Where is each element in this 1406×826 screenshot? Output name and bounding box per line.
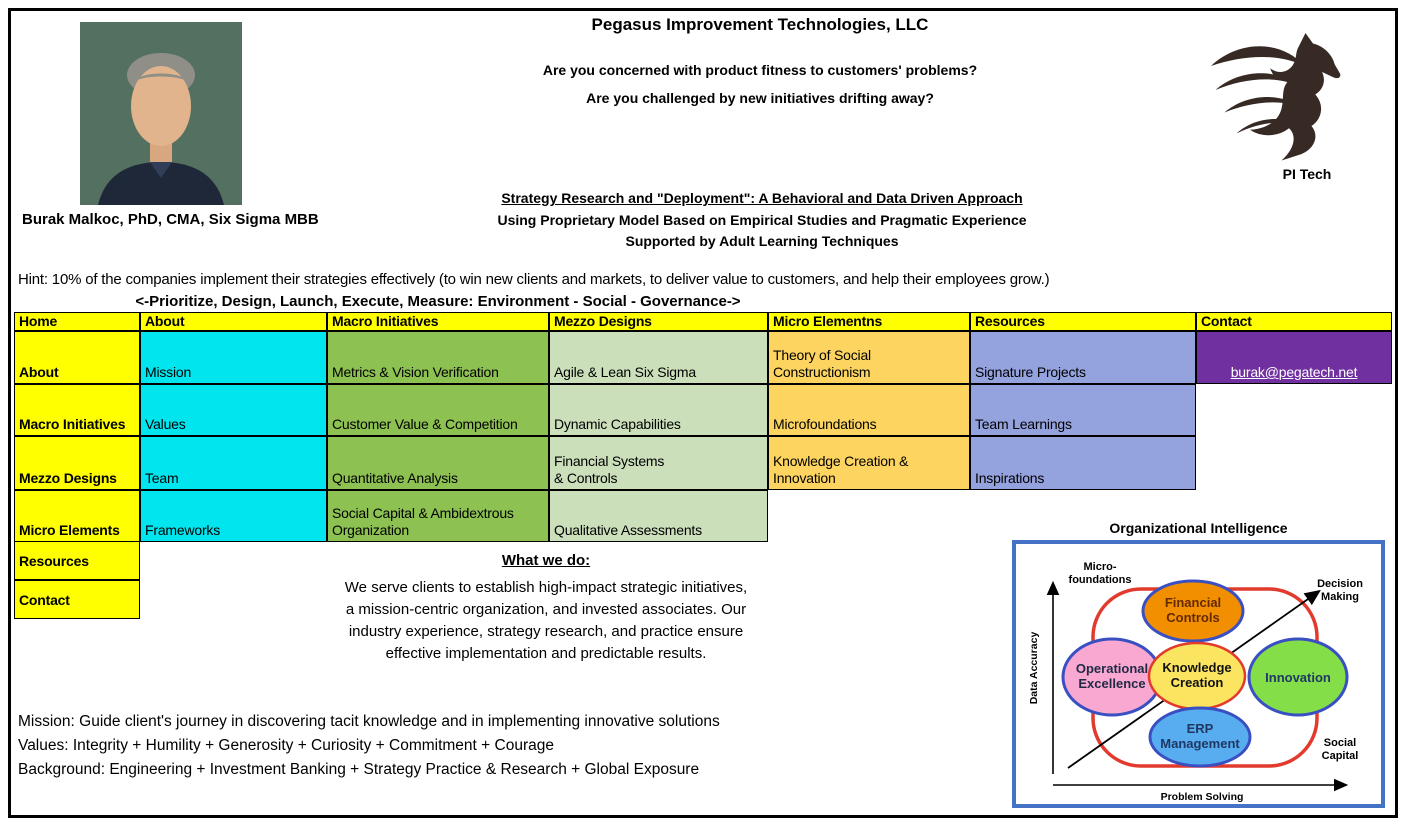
org-intel-title: Organizational Intelligence <box>1109 520 1288 536</box>
strategy-subtitle-2: Supported by Adult Learning Techniques <box>625 233 899 249</box>
cell-signature-projects: Signature Projects <box>970 331 1196 384</box>
question-line-1: Are you concerned with product fitness t… <box>542 62 978 78</box>
cell-qualitative-assessments: Qualitative Assessments <box>549 490 768 542</box>
problem-solving-axis-label: Problem Solving <box>1161 791 1244 803</box>
ellipse-erp-management <box>1148 706 1252 768</box>
nav-table: Home About Macro Initiatives Mezzo Desig… <box>14 312 1392 542</box>
micro-foundations-label: Micro-foundations <box>1069 561 1132 586</box>
cell-customer-value-competition: Customer Value & Competition <box>327 384 549 436</box>
pegasus-logo-icon <box>1210 33 1340 161</box>
tab-about[interactable]: About <box>140 312 327 331</box>
question-line-2: Are you challenged by new initiatives dr… <box>586 90 934 106</box>
page-border <box>8 8 1398 818</box>
cell-dynamic-capabilities: Dynamic Capabilities <box>549 384 768 436</box>
nav-item-macro-initiatives[interactable]: Macro Initiatives <box>14 384 140 436</box>
cell-mission: Mission <box>140 331 327 384</box>
data-accuracy-axis-label: Data Accuracy <box>1028 632 1040 705</box>
face <box>131 66 191 146</box>
cell-quantitative-analysis: Quantitative Analysis <box>327 436 549 490</box>
innovation-label: Innovation <box>1265 670 1331 685</box>
ellipse-financial-controls <box>1141 579 1245 643</box>
profile-photo-image <box>80 22 242 205</box>
cell-microfoundations: Microfoundations <box>768 384 970 436</box>
strategy-subtitle-1: Using Proprietary Model Based on Empiric… <box>497 212 1027 228</box>
cell-social-capital-ambidextrous: Social Capital & Ambidextrous Organizati… <box>327 490 549 542</box>
tab-mezzo-designs[interactable]: Mezzo Designs <box>549 312 768 331</box>
contact-email-link[interactable]: burak@pegatech.net <box>1230 364 1358 380</box>
cell-values: Values <box>140 384 327 436</box>
tab-macro-initiatives[interactable]: Macro Initiatives <box>327 312 549 331</box>
cell-team: Team <box>140 436 327 490</box>
what-we-do-body: We serve clients to establish high-impac… <box>344 579 748 662</box>
mission-line: Mission: Guide client's journey in disco… <box>18 713 720 730</box>
what-we-do-title: What we do: <box>501 552 591 569</box>
tab-micro-elements[interactable]: Micro Elementns <box>768 312 970 331</box>
tab-resources[interactable]: Resources <box>970 312 1196 331</box>
cell-financial-systems-controls: Financial Systems & Controls <box>549 436 768 490</box>
cell-agile-lean-six-sigma: Agile & Lean Six Sigma <box>549 331 768 384</box>
hint-text: Hint: 10% of the companies implement the… <box>18 271 1050 288</box>
contact-email-cell: burak@pegatech.net <box>1196 331 1392 384</box>
logo-label: PI Tech <box>1282 166 1332 182</box>
nav-item-resources[interactable]: Resources <box>14 541 140 580</box>
cell-frameworks: Frameworks <box>140 490 327 542</box>
profile-photo <box>80 22 242 205</box>
process-flow-text: <-Prioritize, Design, Launch, Execute, M… <box>135 293 741 310</box>
cell-knowledge-creation-innovation: Knowledge Creation & Innovation <box>768 436 970 490</box>
cell-metrics-vision-verification: Metrics & Vision Verification <box>327 331 549 384</box>
values-line: Values: Integrity + Humility + Generosit… <box>18 737 554 754</box>
nav-item-about[interactable]: About <box>14 331 140 384</box>
tab-contact[interactable]: Contact <box>1196 312 1392 331</box>
what-we-do-section: What we do: We serve clients to establis… <box>306 552 786 665</box>
shoulders <box>98 162 224 205</box>
ellipse-innovation <box>1247 637 1349 717</box>
tab-home[interactable]: Home <box>14 312 140 331</box>
empty-cell <box>1196 436 1392 490</box>
nav-item-micro-elements[interactable]: Micro Elements <box>14 490 140 542</box>
photo-caption: Burak Malkoc, PhD, CMA, Six Sigma MBB <box>22 211 319 228</box>
strategy-title: Strategy Research and "Deployment": A Be… <box>501 190 1023 206</box>
company-title: Pegasus Improvement Technologies, LLC <box>591 15 929 34</box>
company-logo: PI Tech <box>1197 30 1362 190</box>
nav-item-mezzo-designs[interactable]: Mezzo Designs <box>14 436 140 490</box>
cell-team-learnings: Team Learnings <box>970 384 1196 436</box>
empty-cell <box>768 490 970 542</box>
cell-inspirations: Inspirations <box>970 436 1196 490</box>
background-line: Background: Engineering + Investment Ban… <box>18 761 700 778</box>
empty-cell <box>1196 384 1392 436</box>
nav-item-contact[interactable]: Contact <box>14 580 140 619</box>
cell-theory-social-constructionism: Theory of Social Constructionism <box>768 331 970 384</box>
footer-statements: Mission: Guide client's journey in disco… <box>18 710 778 782</box>
